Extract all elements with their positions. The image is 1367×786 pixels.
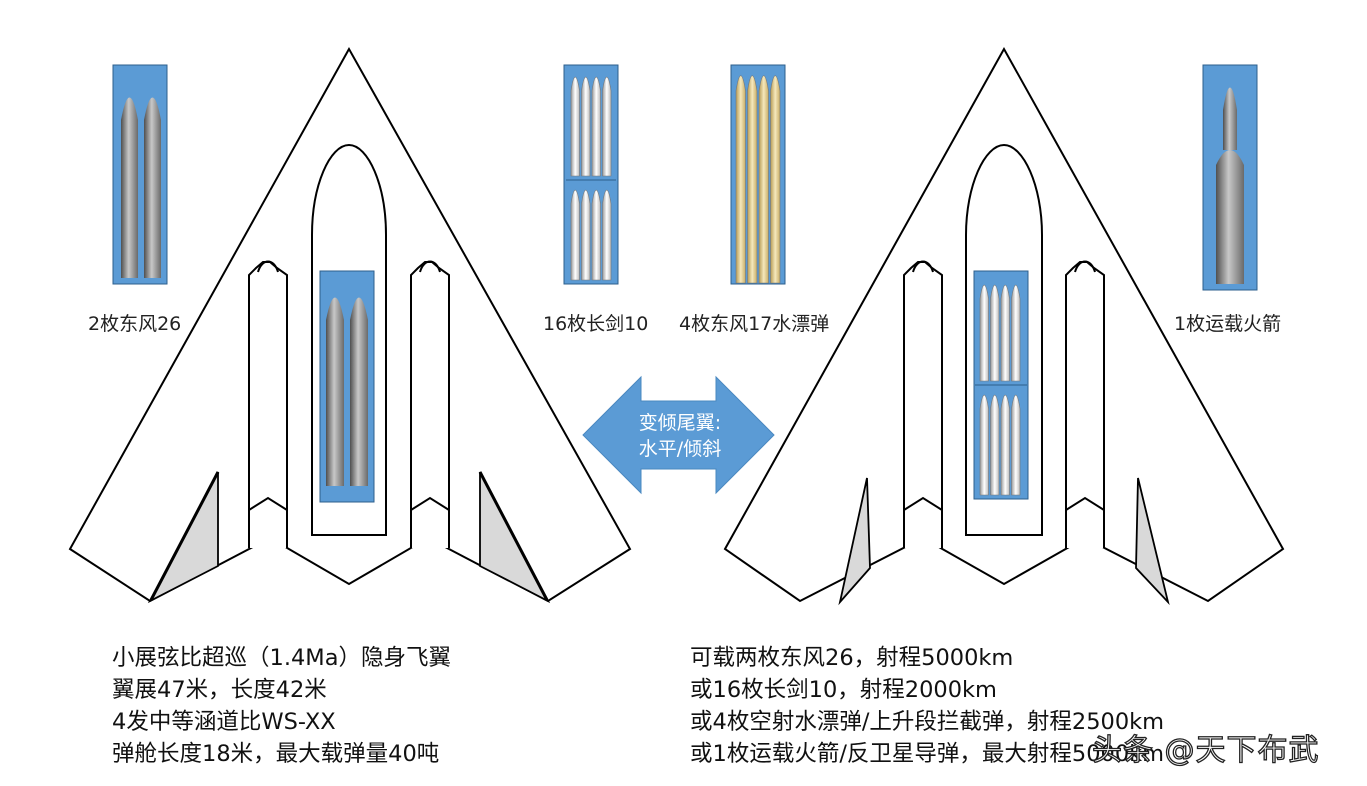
specs-right: 可载两枚东风26，射程5000km 或16枚长剑10，射程2000km 或4枚空… [690, 642, 1164, 770]
spec-left-line: 弹舱长度18米，最大载弹量40吨 [112, 741, 440, 767]
label-df17: 4枚东风17水漂弹 [679, 313, 830, 335]
right-engine-left [903, 261, 943, 548]
cj10-missile [570, 76, 580, 177]
right-bay-missile [1011, 284, 1021, 382]
box-rocket [1202, 64, 1258, 291]
spec-right-line: 或16枚长剑10，射程2000km [690, 677, 997, 703]
spec-left-line: 4发中等涵道比WS-XX [112, 709, 336, 735]
left-tail-edge-right [478, 471, 549, 601]
label-cj10: 16枚长剑10 [543, 313, 649, 335]
right-tail-fin-left [838, 477, 871, 606]
spec-right-line: 或4枚空射水漂弹/上升段拦截弹，射程2500km [690, 709, 1165, 735]
left-tail-edge [149, 471, 220, 601]
df17-missiles [735, 75, 781, 284]
bay-missile-df26-2 [350, 297, 368, 486]
cj10-missile [581, 76, 591, 177]
double-arrow [582, 375, 775, 495]
spec-left-line: 小展弦比超巡（1.4Ma）隐身飞翼 [112, 645, 451, 671]
spec-right-line: 或1枚运载火箭/反卫星导弹，最大射程5000km [690, 741, 1165, 767]
right-bay-missiles [975, 284, 1027, 496]
right-bay-missile [990, 284, 1000, 382]
right-bay-missile [1011, 394, 1021, 496]
cj10-missile [570, 189, 580, 281]
label-rocket: 1枚运载火箭 [1174, 313, 1282, 335]
left-engine-inner-left [248, 261, 288, 548]
rocket-upper-stage [1223, 87, 1237, 150]
arrow-line-2: 水平/倾斜 [638, 438, 722, 460]
right-bay-missile [1000, 394, 1010, 496]
df17-missile [735, 75, 746, 284]
specs-left: 小展弦比超巡（1.4Ma）隐身飞翼 翼展47米，长度42米 4发中等涵道比WS-… [112, 642, 451, 770]
bay-missile-df26-1 [326, 297, 344, 486]
right-bay-missile [979, 284, 989, 382]
cj10-missile [591, 76, 601, 177]
spec-left-line: 翼展47米，长度42米 [112, 677, 327, 703]
right-bay-missile [1000, 284, 1010, 382]
rocket-lower-stage [1216, 150, 1244, 284]
left-engine-inner-right [410, 261, 450, 548]
right-tail-fin-right [1135, 477, 1170, 606]
cj10-missile [602, 189, 612, 281]
df17-missile [747, 75, 758, 284]
watermark: 头条 @天下布武 [1091, 732, 1320, 768]
cj10-missile [602, 76, 612, 177]
df17-missile [770, 75, 781, 284]
right-bay-missile [990, 394, 1000, 496]
arrow-line-1: 变倾尾翼: [638, 412, 722, 434]
right-engine-right [1065, 261, 1105, 548]
box-df17 [730, 64, 786, 285]
cj10-missile [581, 189, 591, 281]
cj10-missile [591, 189, 601, 281]
df26-missile-1 [121, 97, 138, 278]
cj10-missiles [566, 76, 616, 281]
spec-right-line: 可载两枚东风26，射程5000km [690, 645, 1014, 671]
aircraft-right [723, 46, 1285, 606]
aircraft-left [68, 46, 632, 604]
arrow-caption: 变倾尾翼: 水平/倾斜 [600, 410, 760, 462]
box-cj10 [563, 64, 619, 285]
right-bay-missile [979, 394, 989, 496]
label-df26: 2枚东风26 [88, 313, 182, 335]
df17-missile [758, 75, 769, 284]
box-df26 [112, 64, 168, 285]
df26-missile-2 [144, 97, 161, 278]
